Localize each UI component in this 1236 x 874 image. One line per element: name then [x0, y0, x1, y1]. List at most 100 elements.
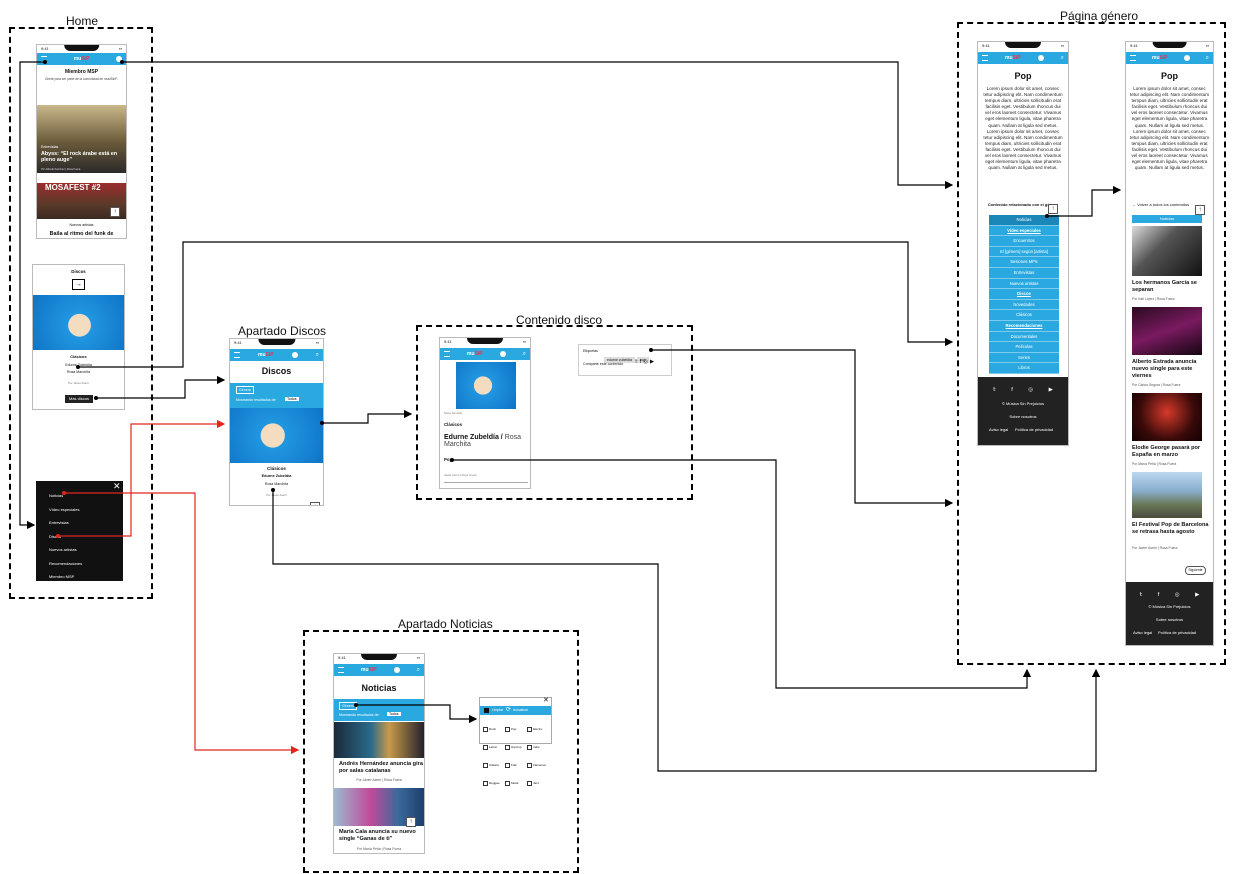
share-icons[interactable]: 𝕥f◎▶	[635, 359, 656, 365]
scroll-top-button[interactable]: ↑	[310, 502, 320, 505]
menu-icon[interactable]	[982, 55, 988, 61]
user-icon[interactable]	[115, 56, 122, 62]
side-menu-item[interactable]: Vídeo especiales	[49, 506, 80, 512]
side-menu-item[interactable]: Noticias	[49, 493, 64, 498]
more-discs-button[interactable]: Más discos	[65, 395, 93, 403]
home-discos-artist[interactable]: Edurne Zubeldía	[65, 363, 92, 367]
menu-icon[interactable]	[338, 667, 344, 673]
filter-option[interactable]: Clásica	[483, 762, 505, 768]
filter-option[interactable]: Rock	[483, 726, 505, 732]
facebook-icon[interactable]: f	[1157, 592, 1160, 598]
news-photo-1[interactable]	[334, 722, 424, 758]
album-cover[interactable]	[33, 295, 124, 350]
artists-title[interactable]: Baila al ritmo del funk de	[49, 231, 114, 237]
back-link[interactable]: ← Volver a todos los contenidos	[1132, 202, 1189, 207]
youtube-icon[interactable]: ▶	[1195, 592, 1200, 598]
close-icon[interactable]: ✕	[543, 697, 549, 704]
checkbox-icon[interactable]	[505, 780, 510, 786]
side-menu-item[interactable]: Discos	[49, 533, 62, 539]
news-title-3[interactable]: Elodie George pasará por España en marzo	[1132, 445, 1201, 458]
social-icons[interactable]: 𝕥 f ◎ ▶	[1126, 592, 1213, 598]
user-icon[interactable]	[393, 667, 400, 673]
interview-title[interactable]: Abyss: “El rock árabe está en pleno auge…	[41, 151, 118, 163]
logo[interactable]: muSiP	[361, 667, 377, 673]
genre-menu-item[interactable]: Noticias	[989, 215, 1059, 226]
genre-menu-item[interactable]: Documentales	[989, 332, 1059, 343]
tag-edurne[interactable]: edurne zubeldia	[604, 357, 635, 363]
refresh-icon[interactable]: ⟳	[506, 707, 512, 713]
album-cover[interactable]	[230, 408, 323, 463]
apply-button[interactable]: Actualizar	[513, 708, 528, 712]
side-menu-item[interactable]: Miembro MSP	[49, 574, 75, 579]
news-photo-3[interactable]	[1132, 393, 1202, 441]
filter-checkbox-all[interactable]	[484, 708, 489, 713]
news-photo-4[interactable]	[1132, 472, 1202, 518]
checkbox-icon[interactable]	[483, 780, 488, 786]
logo[interactable]: muSiP	[1152, 55, 1168, 61]
facebook-icon[interactable]: f	[639, 359, 644, 365]
instagram-icon[interactable]: ◎	[1028, 387, 1034, 393]
user-icon[interactable]	[1037, 55, 1044, 61]
genre-menu-item[interactable]: Discos	[989, 289, 1059, 300]
menu-icon[interactable]	[444, 351, 450, 357]
next-button[interactable]: Siguiente	[1185, 566, 1206, 575]
filter-option[interactable]: Reggae	[483, 780, 505, 786]
filter-option[interactable]: Metal	[505, 780, 527, 786]
checkbox-icon[interactable]	[527, 780, 532, 786]
side-menu-item[interactable]: Entrevistas	[49, 520, 69, 525]
news-title-2[interactable]: María Cala anuncia su nuevo single “Gana…	[339, 829, 416, 842]
youtube-icon[interactable]: ▶	[649, 359, 657, 365]
news-tab[interactable]: Noticias	[1132, 215, 1202, 223]
filter-option[interactable]: Electro	[527, 726, 549, 732]
clear-button[interactable]: Limpiar	[492, 708, 504, 712]
arrow-right-icon[interactable]: →	[72, 279, 85, 290]
genre-menu-item[interactable]: El [género] según [artista]	[989, 247, 1059, 258]
news-photo-1[interactable]	[1132, 226, 1202, 276]
news-title-4[interactable]: El Festival Pop de Barcelona se retrasa …	[1132, 522, 1209, 535]
filter-option[interactable]: Folk	[505, 762, 527, 768]
filter-option[interactable]: Pop	[505, 726, 527, 732]
scroll-top-button[interactable]: ↑	[1048, 204, 1058, 214]
user-icon[interactable]	[291, 352, 298, 358]
facebook-icon[interactable]: f	[1011, 387, 1013, 393]
checkbox-icon[interactable]	[483, 726, 488, 732]
scroll-top-button[interactable]: ↑	[406, 817, 416, 827]
genre-menu-item[interactable]: Libros	[989, 363, 1059, 374]
footer-privacy[interactable]: Política de privacidad	[1015, 427, 1054, 432]
twitter-icon[interactable]: 𝕥	[635, 359, 640, 365]
filter-option[interactable]: Indie	[527, 744, 549, 750]
footer-about[interactable]: Sobre nosotros	[1009, 414, 1037, 419]
footer-privacy[interactable]: Política de privacidad	[1158, 630, 1197, 635]
news-title-1[interactable]: Los hermanos García se separan	[1132, 280, 1197, 293]
social-icons[interactable]: 𝕥 f ◎ ▶	[978, 387, 1068, 393]
filter-option[interactable]: Hip-hop	[505, 744, 527, 750]
genre-menu-item[interactable]: Novedades	[989, 300, 1059, 311]
search-icon[interactable]: ⌕	[1060, 54, 1064, 61]
youtube-icon[interactable]: ▶	[1048, 387, 1053, 393]
genre-menu-item[interactable]: Nuevos artistas	[989, 279, 1059, 290]
genre-menu-item[interactable]: Películas	[989, 342, 1059, 353]
footer-legal[interactable]: Aviso legal	[989, 427, 1009, 432]
checkbox-icon[interactable]	[505, 762, 510, 768]
genre-link[interactable]: Pop	[444, 457, 453, 462]
logo[interactable]: muSiP	[1005, 55, 1021, 61]
twitter-icon[interactable]: 𝕥	[993, 387, 996, 393]
tag-pop[interactable]: pop	[636, 357, 649, 363]
footer-about[interactable]: Sobre nosotros	[1155, 617, 1184, 622]
twitter-icon[interactable]: 𝕥	[1139, 592, 1143, 598]
genre-menu-item[interactable]: Entrevistas	[989, 268, 1059, 279]
logo[interactable]: muSiP	[258, 352, 274, 358]
search-icon[interactable]: ⌕	[315, 351, 319, 358]
search-icon[interactable]: ⌕	[1205, 54, 1209, 61]
genre-menu-item[interactable]: Sesiones MPS	[989, 257, 1059, 268]
menu-icon[interactable]	[234, 352, 240, 358]
checkbox-icon[interactable]	[483, 744, 488, 750]
genre-menu-item[interactable]: Vídeo especiales	[989, 226, 1059, 237]
news-photo-2[interactable]	[1132, 307, 1202, 355]
genre-menu-item[interactable]: Encuentros	[989, 236, 1059, 247]
checkbox-icon[interactable]	[527, 762, 532, 768]
scroll-top-button[interactable]: ↑	[1195, 205, 1205, 215]
instagram-icon[interactable]: ◎	[1174, 592, 1180, 598]
genre-menu-item[interactable]: Series	[989, 353, 1059, 364]
scroll-top-button[interactable]: ↑	[110, 207, 120, 217]
